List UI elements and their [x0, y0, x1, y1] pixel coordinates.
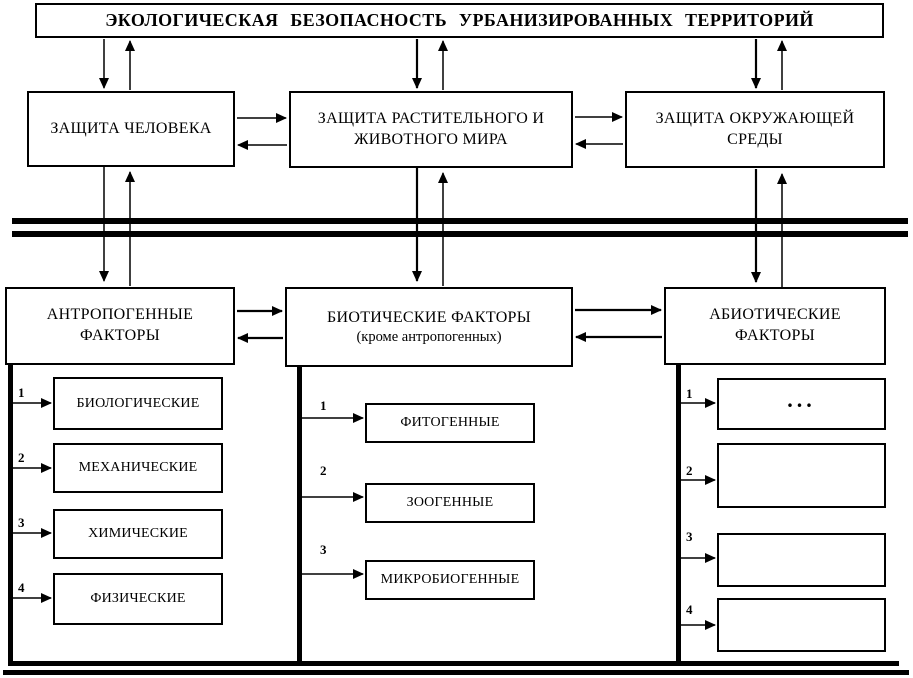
box-abiotic-2 [717, 443, 886, 508]
anthropogenic-physical-label: ФИЗИЧЕСКИЕ [90, 591, 186, 606]
box-factors-anthropogenic: АНТРОПОГЕННЫЕ ФАКТОРЫ [5, 287, 235, 365]
box-protection-environment: ЗАЩИТА ОКРУЖАЮЩЕЙ СРЕДЫ [625, 91, 885, 168]
title-box: ЭКОЛОГИЧЕСКАЯ БЕЗОПАСНОСТЬ УРБАНИЗИРОВАН… [35, 3, 884, 38]
protection-flora-fauna-label: ЗАЩИТА РАСТИТЕЛЬНОГО И ЖИВОТНОГО МИРА [317, 109, 545, 148]
box-biotic-microbiogenic: МИКРОБИОГЕННЫЕ [365, 560, 535, 600]
factors-abiotic-label: АБИОТИЧЕСКИЕ ФАКТОРЫ [709, 306, 841, 344]
separator-rules [12, 218, 908, 237]
arrows-anthropogenic-items [12, 398, 52, 603]
diagram-title: ЭКОЛОГИЧЕСКАЯ БЕЗОПАСНОСТЬ УРБАНИЗИРОВАН… [105, 10, 814, 30]
box-abiotic-3 [717, 533, 886, 587]
box-protection-flora-fauna: ЗАЩИТА РАСТИТЕЛЬНОГО И ЖИВОТНОГО МИРА [289, 91, 573, 168]
abiotic-item-number: 3 [686, 529, 693, 544]
protection-environment-label: ЗАЩИТА ОКРУЖАЮЩЕЙ СРЕДЫ [655, 109, 855, 148]
arrows-abiotic-items [680, 398, 716, 630]
factors-biotic-label: БИОТИЧЕСКИЕ ФАКТОРЫ [327, 308, 531, 326]
biotic-zoogenic-label: ЗООГЕННЫЕ [406, 495, 494, 510]
box-anthropogenic-biological: БИОЛОГИЧЕСКИЕ [53, 377, 223, 430]
biotic-item-number: 3 [320, 542, 327, 557]
arrows-biotic-items [301, 413, 364, 579]
box-anthropogenic-physical: ФИЗИЧЕСКИЕ [53, 573, 223, 625]
arrows-row2-horizontal [237, 112, 623, 150]
box-factors-abiotic: АБИОТИЧЕСКИЕ ФАКТОРЫ [664, 287, 886, 365]
abiotic-item-number: 4 [686, 602, 693, 617]
anthropogenic-biological-label: БИОЛОГИЧЕСКИЕ [76, 395, 200, 411]
anthropogenic-chemical-label: ХИМИЧЕСКИЕ [88, 526, 188, 541]
protection-human-label: ЗАЩИТА ЧЕЛОВЕКА [50, 119, 212, 137]
box-abiotic-4 [717, 598, 886, 652]
box-biotic-phytogenic: ФИТОГЕННЫЕ [365, 403, 535, 443]
arrows-row3-horizontal [237, 305, 662, 343]
biotic-microbiogenic-label: МИКРОБИОГЕННЫЕ [380, 572, 520, 587]
anthropogenic-mechanical-label: МЕХАНИЧЕСКИЕ [78, 460, 198, 475]
anthropogenic-item-number: 1 [18, 385, 25, 400]
biotic-phytogenic-label: ФИТОГЕННЫЕ [400, 415, 500, 430]
anthropogenic-item-number: 4 [18, 580, 25, 595]
anthropogenic-item-number: 2 [18, 450, 25, 465]
biotic-item-number: 1 [320, 398, 327, 413]
biotic-item-number: 2 [320, 463, 327, 478]
bottom-rules [3, 661, 909, 675]
box-biotic-zoogenic: ЗООГЕННЫЕ [365, 483, 535, 523]
list-stems [8, 364, 681, 664]
factors-biotic-sublabel: (кроме антропогенных) [356, 328, 502, 345]
box-abiotic-1: ... [717, 378, 886, 430]
arrows-title-row2 [99, 39, 787, 90]
abiotic-item-number: 1 [686, 386, 693, 401]
factors-anthropogenic-label: АНТРОПОГЕННЫЕ ФАКТОРЫ [46, 306, 194, 344]
box-factors-biotic: БИОТИЧЕСКИЕ ФАКТОРЫ (кроме антропогенных… [285, 287, 573, 367]
box-protection-human: ЗАЩИТА ЧЕЛОВЕКА [27, 91, 235, 167]
anthropogenic-item-number: 3 [18, 515, 25, 530]
arrows-row2-row3 [99, 167, 787, 287]
box-anthropogenic-mechanical: МЕХАНИЧЕСКИЕ [53, 443, 223, 493]
box-anthropogenic-chemical: ХИМИЧЕСКИЕ [53, 509, 223, 559]
abiotic-item-number: 2 [686, 463, 693, 478]
